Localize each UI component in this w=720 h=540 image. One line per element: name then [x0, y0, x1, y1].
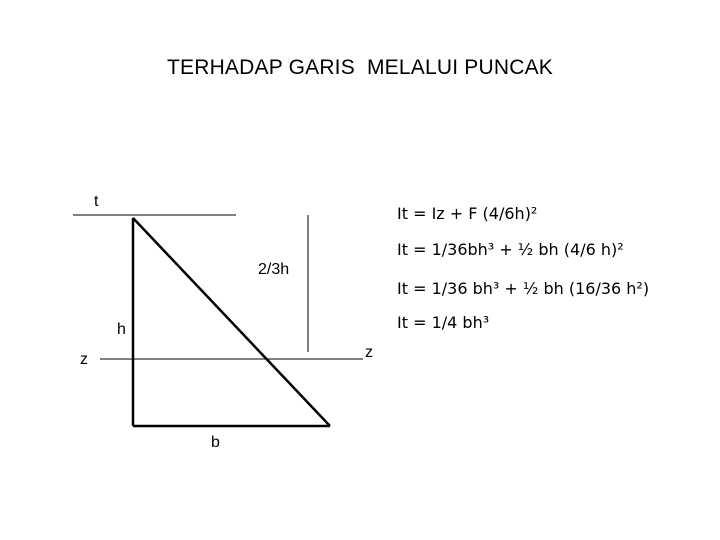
- equation-3: It = 1/36 bh³ + ½ bh (16/36 h²): [397, 279, 650, 298]
- label-t: t: [94, 193, 99, 210]
- slide-title: TERHADAP GARIS MELALUI PUNCAK: [166, 56, 554, 79]
- triangle-hypotenuse: [132, 217, 331, 427]
- label-b: b: [211, 434, 220, 451]
- label-z-right: z: [365, 344, 373, 361]
- equation-2: It = 1/36bh³ + ½ bh (4/6 h)²: [397, 240, 624, 259]
- equation-4: It = 1/4 bh³: [397, 313, 490, 332]
- label-two-thirds-h: 2/3h: [258, 261, 290, 278]
- label-h: h: [117, 321, 126, 338]
- equation-1: It = Iz + F (4/6h)²: [397, 204, 538, 223]
- label-z-left: z: [80, 351, 88, 368]
